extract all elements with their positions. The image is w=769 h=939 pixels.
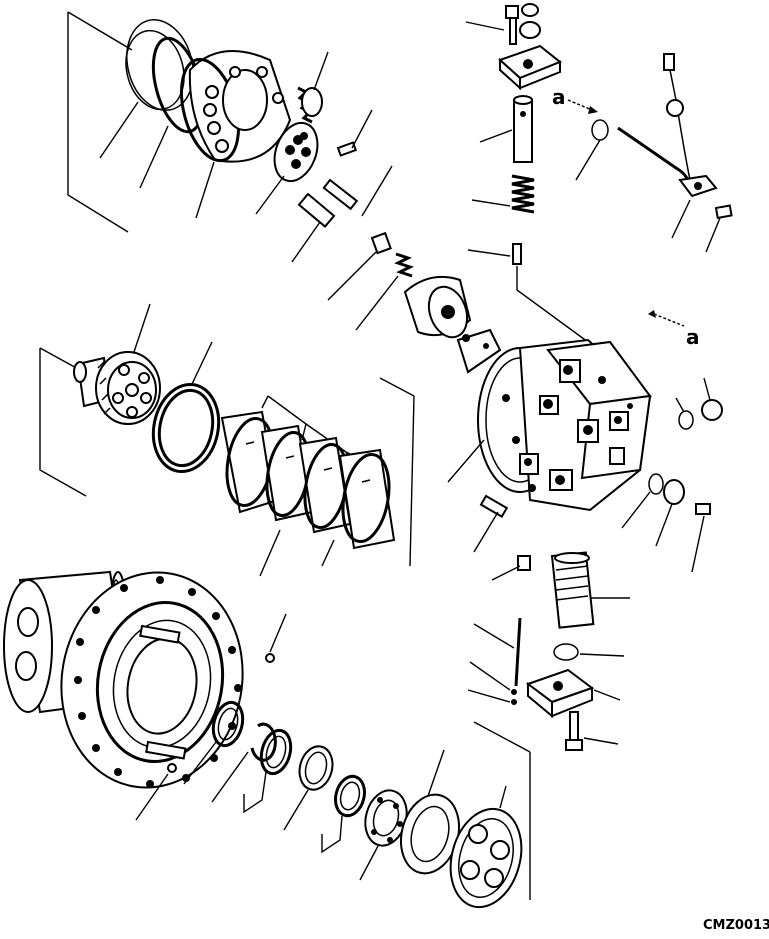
brake-disc-stack (220, 377, 415, 577)
callout-a-mid-label: a (686, 325, 700, 349)
drawing-code: CMZ00132 (703, 918, 769, 933)
callout-a-top-label: a (552, 85, 566, 109)
bearing-2 (283, 745, 334, 831)
cylinder-block-top (180, 50, 292, 163)
o-ring-small-right (575, 119, 609, 181)
small-bolt-top (336, 109, 373, 157)
piston-drum (403, 276, 472, 339)
spool (550, 551, 630, 629)
bearing-1 (243, 728, 293, 814)
spring-right (471, 174, 535, 214)
output-shaft (73, 303, 161, 425)
thrust-ring (151, 341, 221, 474)
bearing-3 (321, 774, 366, 854)
bolt-pipe-flange (705, 204, 733, 253)
roller-bearing (359, 789, 408, 881)
flange-top-right (498, 44, 562, 91)
small-pin-right (467, 243, 589, 343)
pin-and-shaft (291, 165, 393, 263)
small-spring-mid (327, 231, 414, 331)
plug-right-upper (675, 377, 723, 430)
plunger-top (479, 95, 533, 163)
small-balls (467, 661, 517, 705)
bracket-top-left (67, 11, 133, 233)
gasket-plate (456, 328, 502, 374)
bolt-lower (565, 711, 619, 751)
bolt-housing-left (473, 494, 509, 553)
flange-lower (525, 668, 621, 719)
bolt-and-nut-top-right (465, 3, 541, 45)
o-ring-lower (553, 643, 625, 661)
pipe-assembly (617, 53, 718, 239)
carrier-block (449, 721, 531, 909)
callout-a-top: a (552, 85, 598, 114)
seal-ring-1 (183, 700, 245, 785)
hub-flange (60, 571, 244, 789)
small-plug-spool (491, 555, 531, 581)
long-pin (473, 617, 522, 687)
snap-ring (211, 722, 277, 803)
valve-plate-top (255, 121, 319, 215)
bracket-mid-left (39, 347, 87, 497)
motor-housing (447, 338, 652, 512)
callout-a-mid: a (648, 310, 700, 349)
spring-top (297, 86, 323, 124)
leaders-top-left (99, 51, 329, 219)
plug-right-lower (621, 473, 711, 573)
hub-pins (135, 613, 287, 821)
